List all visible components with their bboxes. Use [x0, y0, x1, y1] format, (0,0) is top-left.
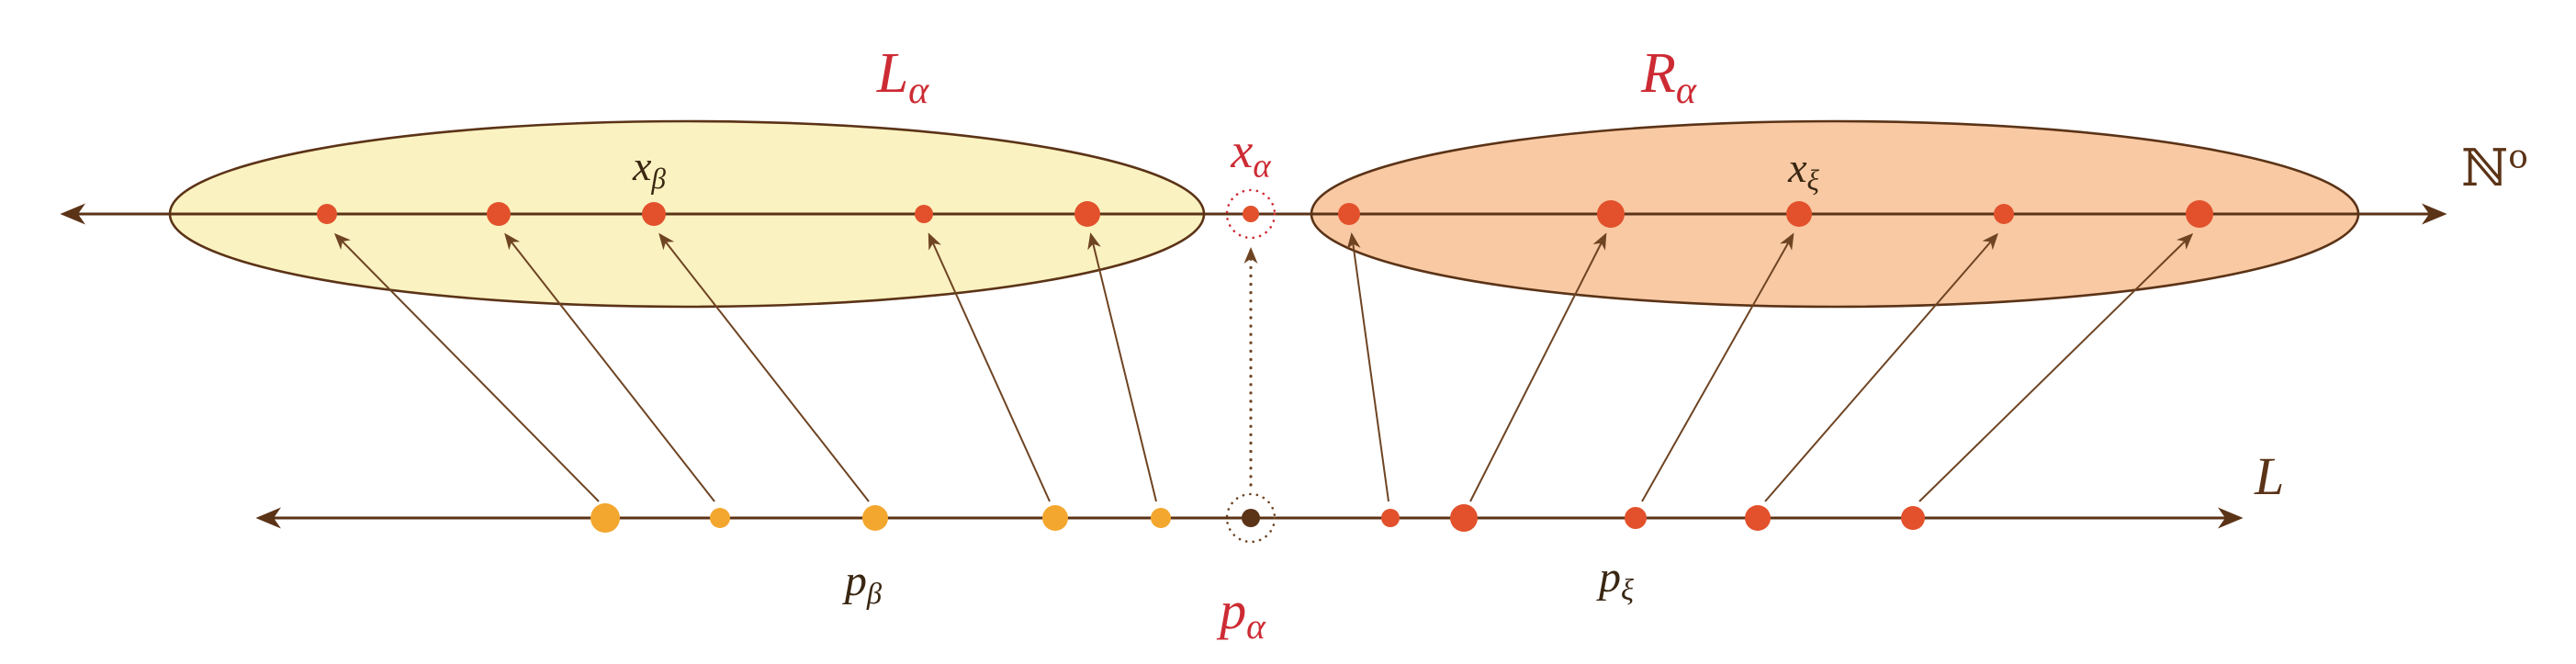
map-arrow [1469, 232, 1607, 502]
top-line-point [642, 202, 666, 226]
top-line-point [1074, 201, 1100, 227]
top-line-point [1597, 200, 1625, 228]
arrows-layer [333, 232, 2194, 502]
bottom-left-point [862, 505, 888, 531]
map-arrow [333, 232, 600, 502]
x-alpha-point [1243, 206, 1259, 222]
map-arrow [1641, 232, 1794, 502]
label-L-alpha: Lα [876, 42, 929, 112]
map-arrow [1918, 232, 2194, 502]
map-arrow [928, 232, 1051, 502]
label-L-line: L [2254, 446, 2284, 506]
top-line-point [1338, 203, 1360, 225]
label-R-alpha: Rα [1640, 42, 1697, 112]
bottom-left-point [710, 508, 730, 528]
top-line-point [915, 205, 933, 223]
bottom-right-point [1625, 507, 1647, 529]
label-x-beta: xβ [632, 142, 666, 195]
top-line-point [487, 202, 511, 226]
map-arrow [1764, 232, 1998, 502]
map-arrow [1346, 232, 1389, 502]
p-alpha-dotted-ring [1225, 492, 1277, 544]
p-alpha-point [1242, 509, 1260, 527]
bottom-left-point [591, 503, 620, 533]
bottom-left-point [1042, 505, 1068, 531]
bottom-right-point [1745, 505, 1771, 531]
label-p-alpha: pα [1216, 580, 1266, 647]
x-alpha-dotted-ring [1225, 188, 1277, 240]
bottom-right-point [1381, 509, 1400, 527]
labels-layer: ℕo L Lα Rα xα xβ xξ pβ pξ pα [632, 42, 2528, 647]
top-line-point [2186, 200, 2213, 228]
top-line-point [1994, 204, 2014, 224]
map-arrow [658, 232, 870, 502]
label-x-alpha: xα [1230, 123, 1271, 184]
bottom-right-point [1901, 506, 1925, 530]
map-arrow [504, 232, 715, 502]
label-p-beta: pβ [842, 557, 883, 611]
bottom-right-point [1450, 504, 1478, 532]
label-naturals-order: ℕo [2461, 138, 2528, 198]
label-p-xi: pξ [1596, 553, 1634, 607]
bottom-left-point [1151, 508, 1171, 528]
map-arrow [1087, 232, 1157, 502]
top-line-point [1786, 201, 1812, 227]
label-x-xi: xξ [1787, 144, 1819, 197]
points-layer [317, 188, 2213, 544]
top-line-point [317, 204, 337, 224]
